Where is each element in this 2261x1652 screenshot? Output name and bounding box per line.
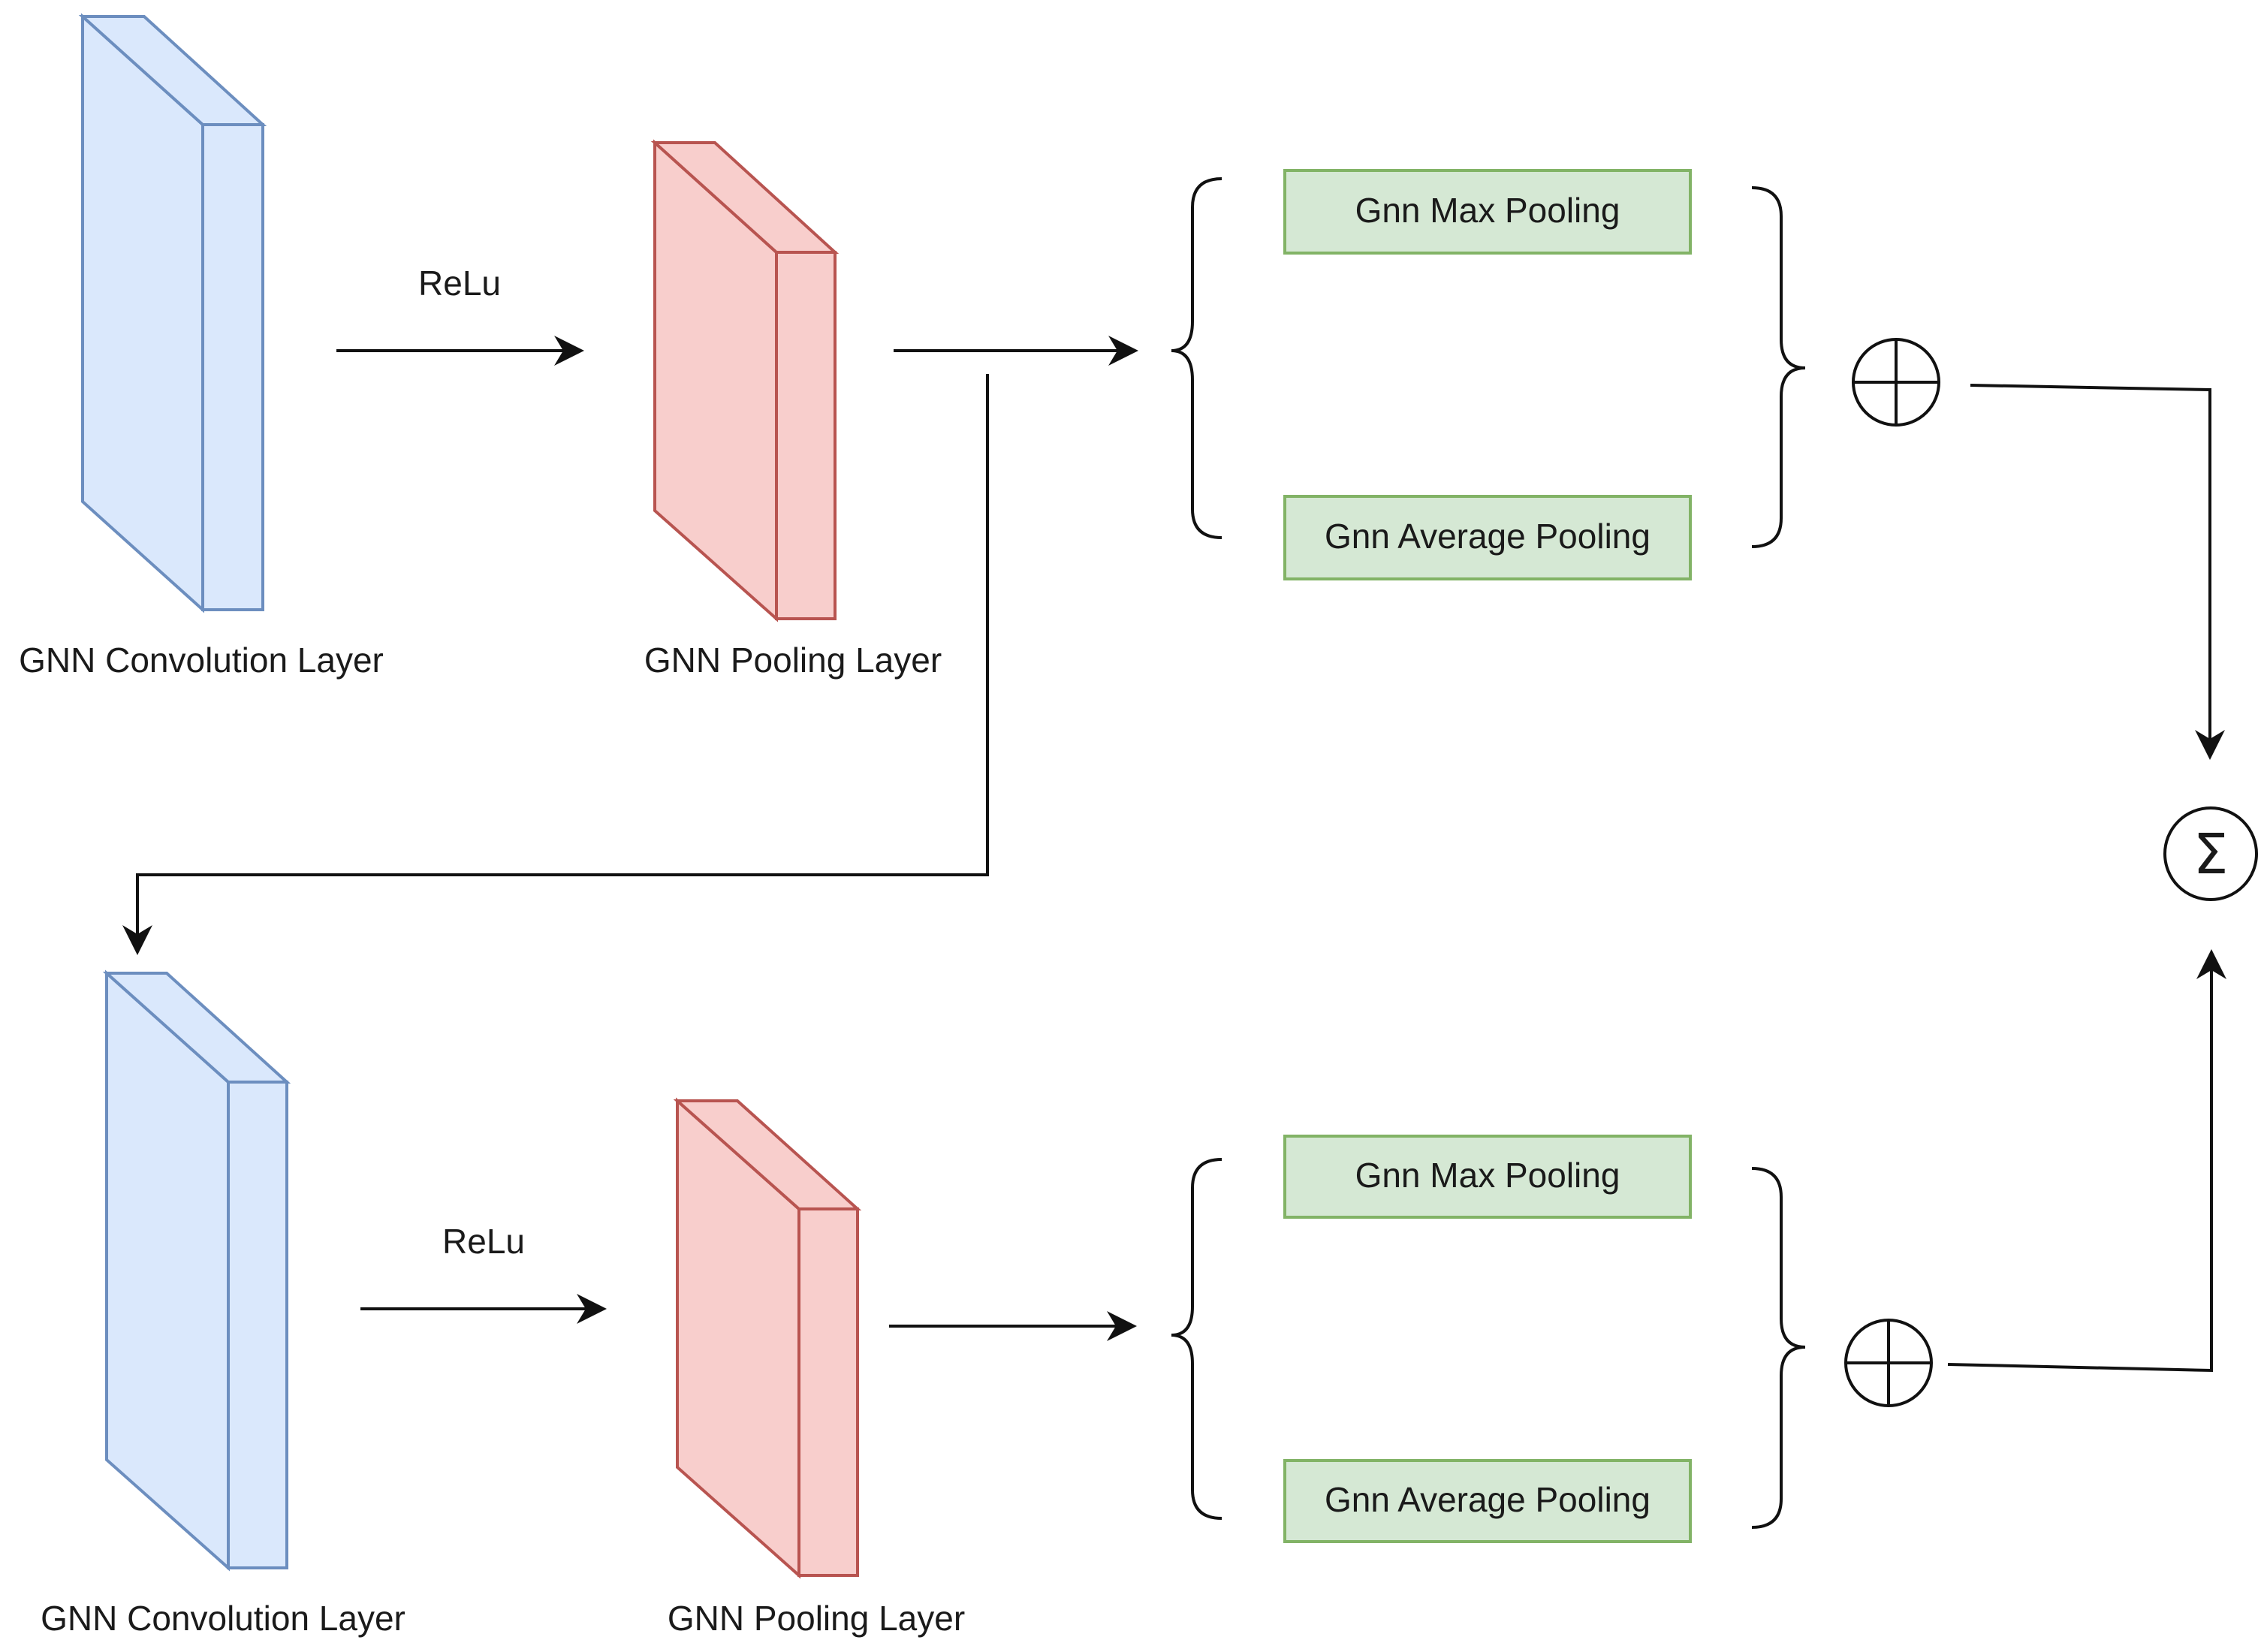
max-pooling-label-top: Gnn Max Pooling [1355,191,1620,230]
avg-pooling-box-top [1283,495,1692,580]
pooling-layer-label-top: GNN Pooling Layer [644,641,942,680]
top-to-sum-connector [1970,384,2225,760]
right-brace-top [1751,186,1806,548]
sum-operator: Σ [2163,806,2258,901]
pooling-layer-block-bottom [673,1097,862,1579]
left-brace-top [1171,177,1222,539]
conv-layer-block-top [78,13,267,613]
max-pooling-box-top [1283,169,1692,255]
bottom-to-sum-connector [1947,949,2226,1373]
pooling-layer-block-top [650,139,840,623]
conv-layer-label-bottom: GNN Convolution Layer [41,1599,405,1638]
pooling-layer-label-bottom: GNN Pooling Layer [668,1599,965,1638]
left-brace-bottom [1171,1158,1222,1520]
avg-pooling-label-bottom: Gnn Average Pooling [1325,1480,1651,1519]
max-pooling-label-bottom: Gnn Max Pooling [1355,1156,1620,1195]
branch-connector [122,374,989,955]
concat-operator-bottom [1844,1319,1933,1407]
relu-label-top: ReLu [418,264,501,303]
right-brace-bottom [1751,1167,1806,1529]
avg-pooling-box-bottom [1283,1459,1692,1543]
sigma-symbol: Σ [2193,822,2229,887]
relu-label-bottom: ReLu [442,1222,525,1261]
avg-pooling-label-top: Gnn Average Pooling [1325,517,1651,556]
conv-layer-label-top: GNN Convolution Layer [19,641,384,680]
concat-operator-top [1852,338,1940,427]
max-pooling-box-bottom [1283,1135,1692,1219]
conv-layer-block-bottom [102,969,291,1572]
